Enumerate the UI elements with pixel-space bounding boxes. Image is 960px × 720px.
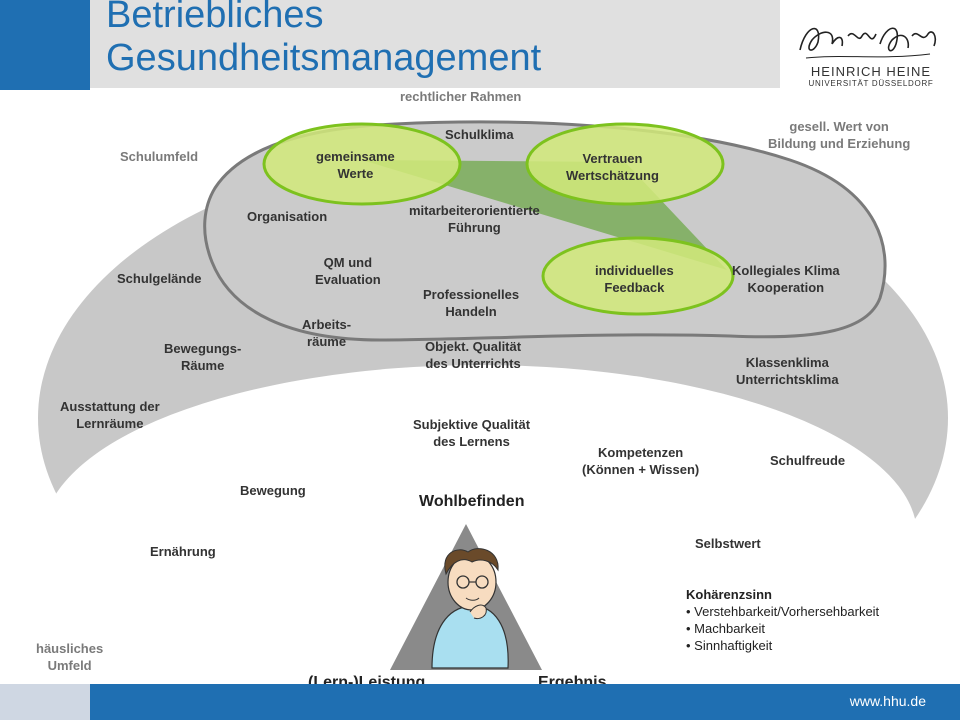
label-objective-quality: Objekt. Qualität des Unterrichts [425,338,521,372]
label-subjective-quality-line-2: des Lernens [433,434,510,449]
coherence-item-text: Machbarkeit [694,621,765,636]
logo-name: HEINRICH HEINE [810,64,932,79]
label-qm-line-1: QM und [323,255,373,270]
page-title-line-2: Gesundheitsmanagement [106,37,542,79]
label-work-rooms-line-1: Arbeits- [302,317,352,332]
ellipse-trust-line-1: Vertrauen [582,151,643,166]
footer-bar [0,684,960,720]
ellipse-feedback [541,236,735,316]
label-schoolyard: Schulgelände [117,271,202,286]
label-qm-line-2: Evaluation [315,272,381,287]
ellipse-feedback-line-2: Feedback [604,280,665,295]
label-collegial-climate: Kollegiales Klima Kooperation [732,262,840,296]
page-title-line-1: Betriebliches [106,0,324,36]
logo-subtitle: UNIVERSITÄT DÜSSELDORF [808,79,934,88]
footer-url-link[interactable]: www.hhu.de [849,693,926,709]
title-accent-bar [0,0,90,90]
label-self-worth: Selbstwert [695,536,761,551]
label-social-value-line-2: Bildung und Erziehung [768,136,911,151]
ellipse-feedback-label: individuelles Feedback [595,262,674,296]
title-background [90,0,780,88]
label-objective-quality-line-1: Objekt. Qualität [425,339,522,354]
label-social-value: gesell. Wert von Bildung und Erziehung [768,118,910,152]
coherence-item-text: Sinnhaftigkeit [694,638,773,653]
label-room-equipment-line-2: Lernräume [76,416,144,431]
ellipse-values-line-2: Werte [337,166,374,181]
label-professional-line-1: Professionelles [423,287,520,302]
label-class-climate: Klassenklima Unterrichtsklima [736,354,839,388]
coherence-item: • Sinnhaftigkeit [686,638,773,653]
ellipse-values-label: gemeinsame Werte [316,148,395,182]
label-collegial-line-1: Kollegiales Klima [732,263,840,278]
label-movement-rooms-line-2: Räume [180,358,225,373]
label-leadership-line-2: Führung [448,220,501,235]
label-legal-framework: rechtlicher Rahmen [400,89,522,104]
label-professional-line-2: Handeln [445,304,497,319]
label-collegial-line-2: Kooperation [747,280,825,295]
label-room-equipment-line-1: Ausstattung der [60,399,160,414]
label-organisation: Organisation [247,209,328,224]
label-class-climate-line-1: Klassenklima [745,355,829,370]
label-movement-rooms-line-1: Bewegungs- [164,341,242,356]
page-title: Betriebliches Gesundheitsmanagement [106,0,541,80]
label-school-climate: Schulklima [445,127,514,142]
label-home-environment-line-2: Umfeld [47,658,92,673]
ellipse-trust-label: Vertrauen Wertschätzung [566,150,659,184]
label-nutrition: Ernährung [150,544,216,559]
label-school-environment: Schulumfeld [120,149,199,164]
footer-accent [0,684,90,720]
label-leadership-line-1: mitarbeiterorientierte [409,203,540,218]
label-professional-action: Professionelles Handeln [423,286,519,320]
label-home-environment-line-1: häusliches [36,641,104,656]
label-class-climate-line-2: Unterrichtsklima [736,372,839,387]
label-work-rooms: Arbeits- räume [302,316,351,350]
student-ellipse [43,365,917,705]
triangle-label-wellbeing: Wohlbefinden [419,493,525,510]
ellipse-trust-line-2: Wertschätzung [566,168,659,183]
label-leadership: mitarbeiterorientierte Führung [409,202,540,236]
signature-logo-icon [799,27,937,59]
label-competences-line-2: (Können + Wissen) [582,462,700,477]
label-qm-evaluation: QM und Evaluation [315,254,381,288]
ellipse-trust [525,122,725,206]
ellipse-values [262,122,462,206]
label-subjective-quality: Subjektive Qualität des Lernens [413,416,530,450]
label-work-rooms-line-2: räume [307,334,347,349]
label-social-value-line-1: gesell. Wert von [789,119,889,134]
ellipse-feedback-line-1: individuelles [595,263,674,278]
label-competences: Kompetenzen (Können + Wissen) [582,444,699,478]
coherence-item: • Machbarkeit [686,621,765,636]
label-school-joy: Schulfreude [770,453,846,468]
label-home-environment: häusliches Umfeld [36,640,103,674]
label-room-equipment: Ausstattung der Lernräume [60,398,160,432]
label-movement: Bewegung [240,483,306,498]
label-coherence: Kohärenzsinn [686,587,772,602]
label-subjective-quality-line-1: Subjektive Qualität [413,417,531,432]
label-movement-rooms: Bewegungs- Räume [164,340,241,374]
child-illustration-icon [431,548,509,669]
ellipse-values-line-1: gemeinsame [316,149,395,164]
label-competences-line-1: Kompetenzen [598,445,684,460]
coherence-block: Kohärenzsinn • Verstehbarkeit/Vorhersehb… [686,586,879,654]
coherence-item: • Verstehbarkeit/Vorhersehbarkeit [686,604,880,619]
label-objective-quality-line-2: des Unterrichts [425,356,521,371]
coherence-item-text: Verstehbarkeit/Vorhersehbarkeit [694,604,880,619]
